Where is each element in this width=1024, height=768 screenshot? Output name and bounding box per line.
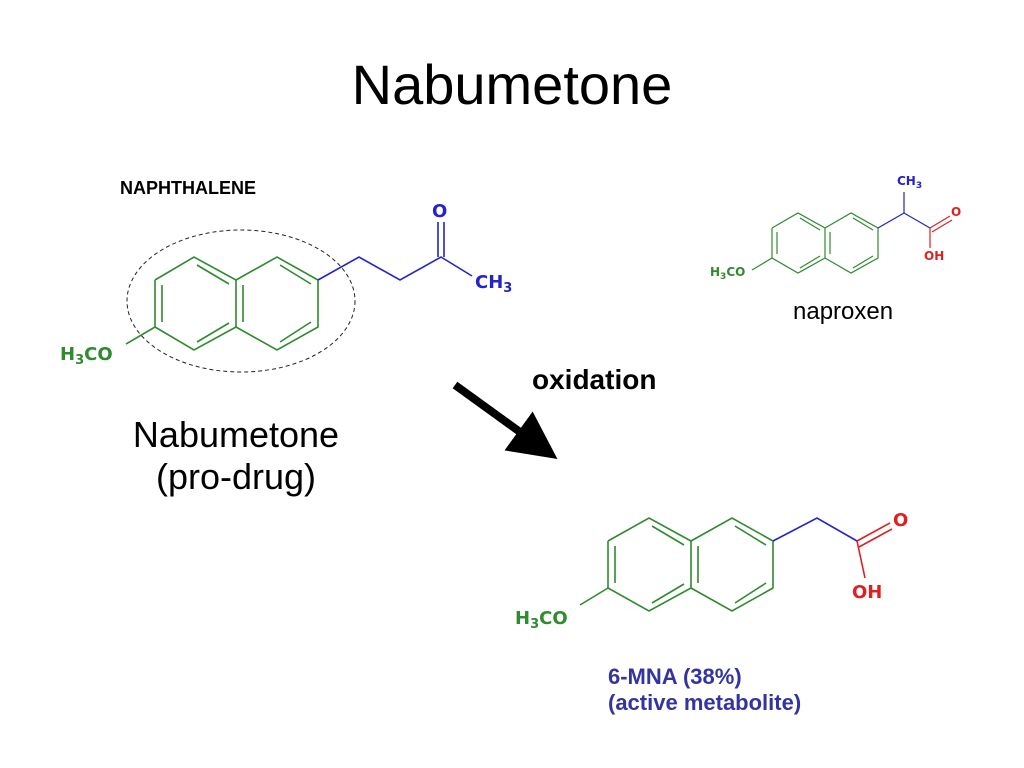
acetic-chain: [772, 517, 858, 542]
naphthalene-highlight-ellipse: [126, 229, 356, 373]
nabumetone-caption-line2: (pro-drug): [155, 456, 317, 497]
propionic-chain: [877, 192, 931, 229]
oxidation-arrow: [452, 381, 558, 460]
naproxen-structure: H3CO CH3 O OH: [710, 174, 961, 282]
mna-carbonyl-oxygen: O: [893, 510, 908, 531]
naphthalene-ring-mna: [579, 517, 774, 612]
naproxen-carboxyl: [929, 215, 953, 248]
naproxen-hydroxyl: OH: [924, 249, 944, 263]
oxidation-label: oxidation: [532, 364, 657, 395]
metabolite-caption: 6-MNA (38%) (active metabolite): [608, 664, 801, 716]
nabumetone-caption: Nabumetone (pro-drug): [106, 414, 366, 498]
naproxen-methyl: CH3: [897, 174, 922, 191]
nabumetone-structure: H3CO O CH3: [60, 201, 512, 373]
naphthalene-ring-naproxen: [751, 212, 879, 274]
mna-structure: H3CO O OH: [515, 510, 908, 632]
nabumetone-caption-line1: Nabumetone: [132, 414, 340, 455]
metabolite-caption-line2: (active metabolite): [608, 690, 802, 715]
methoxy-group-naproxen: H3CO: [710, 265, 745, 282]
mna-carboxyl: [856, 522, 893, 579]
naphthalene-ring-main: [125, 256, 319, 351]
methoxy-group-main: H3CO: [60, 344, 113, 368]
metabolite-caption-line1: 6-MNA (38%): [608, 664, 742, 689]
naphthalene-label: NAPHTHALENE: [120, 178, 257, 198]
methoxy-group-mna: H3CO: [515, 608, 568, 632]
page-title: Nabumetone: [351, 53, 673, 116]
naproxen-carbonyl-oxygen: O: [951, 205, 961, 219]
mna-hydroxyl: OH: [852, 582, 882, 603]
butanone-chain: [317, 222, 473, 281]
ketone-oxygen: O: [432, 201, 447, 222]
ketone-methyl: CH3: [475, 272, 512, 296]
naproxen-label: naproxen: [793, 298, 894, 325]
